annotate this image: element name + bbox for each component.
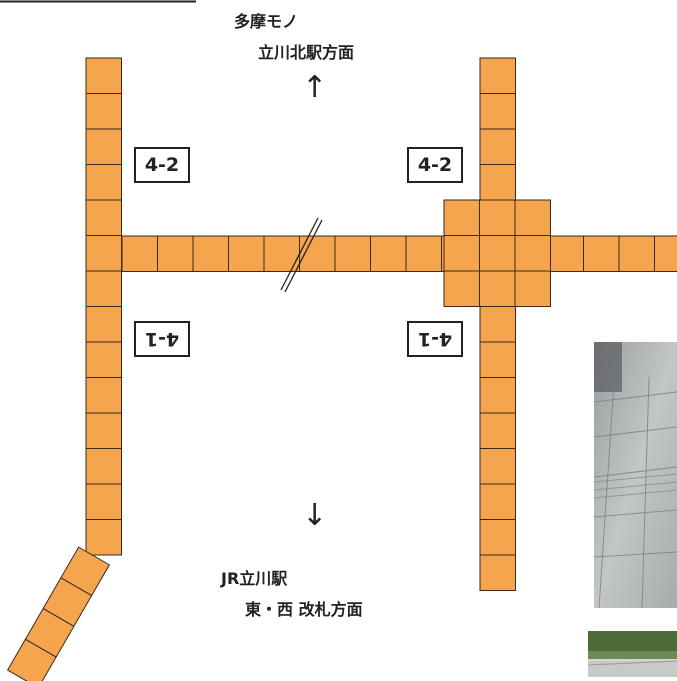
junction-tile — [479, 235, 516, 272]
tactile-tile — [85, 377, 122, 414]
north-direction-line2: 立川北駅方面 — [258, 43, 355, 62]
tactile-tile — [479, 128, 516, 165]
tactile-tile — [654, 235, 677, 272]
tactile-tile — [479, 57, 516, 94]
tactile-tile — [370, 235, 407, 272]
tactile-tile — [85, 128, 122, 165]
tactile-tile — [618, 235, 655, 272]
break-mark — [280, 217, 323, 293]
junction-tile — [514, 235, 551, 272]
tactile-tile — [479, 341, 516, 378]
junction-tile — [514, 270, 551, 307]
tactile-tile — [121, 235, 158, 272]
tactile-path-right — [479, 57, 516, 591]
tactile-path-left — [85, 57, 122, 556]
tactile-tile — [263, 235, 300, 272]
tactile-tile — [6, 638, 57, 681]
south-direction-line2: 東・西 改札方面 — [245, 600, 363, 619]
tactile-path-horizontal — [121, 235, 677, 272]
tactile-tile — [85, 93, 122, 130]
tactile-tile — [85, 235, 122, 272]
tactile-tile — [334, 235, 371, 272]
tactile-tile — [479, 377, 516, 414]
junction-tile — [443, 235, 480, 272]
tactile-tile — [85, 412, 122, 449]
tactile-tile — [85, 199, 122, 236]
tactile-tile — [479, 554, 516, 591]
tactile-tile — [85, 164, 122, 201]
tactile-tile — [192, 235, 229, 272]
tactile-tile — [85, 57, 122, 94]
junction-tile — [514, 199, 551, 236]
tactile-tile — [479, 519, 516, 556]
north-direction-line1: 多摩モノ — [234, 12, 299, 31]
junction-tile — [443, 199, 480, 236]
tactile-tile — [85, 341, 122, 378]
exit-badge-4-1-left: 4-1 — [134, 321, 190, 357]
tactile-tile — [547, 235, 584, 272]
tactile-tile — [85, 448, 122, 485]
up-arrow-icon: ↑ — [302, 70, 328, 105]
tactile-tile — [479, 93, 516, 130]
tactile-tile — [479, 306, 516, 343]
tactile-path-left-diagonal — [6, 546, 111, 681]
pavement-photo — [594, 342, 677, 608]
south-direction-line1: JR立川駅 — [221, 569, 288, 588]
tactile-tile — [85, 306, 122, 343]
exit-badge-4-2-right: 4-2 — [407, 147, 463, 183]
tactile-tile — [85, 270, 122, 307]
tactile-junction-block — [443, 199, 551, 307]
junction-tile — [443, 270, 480, 307]
exit-badge-4-2-left: 4-2 — [134, 147, 190, 183]
tactile-tile — [405, 235, 442, 272]
exit-badge-4-1-right: 4-1 — [407, 321, 463, 357]
down-arrow-icon: ↓ — [302, 498, 328, 533]
tactile-tile — [85, 519, 122, 556]
tactile-tile — [479, 164, 516, 201]
tactile-tile — [479, 412, 516, 449]
tactile-tile — [479, 448, 516, 485]
tactile-tile — [157, 235, 194, 272]
junction-tile — [479, 199, 516, 236]
tactile-tile — [228, 235, 265, 272]
pavement-photo-small — [588, 631, 677, 677]
tactile-tile — [479, 483, 516, 520]
tactile-tile — [85, 483, 122, 520]
tactile-tile — [583, 235, 620, 272]
junction-tile — [479, 270, 516, 307]
